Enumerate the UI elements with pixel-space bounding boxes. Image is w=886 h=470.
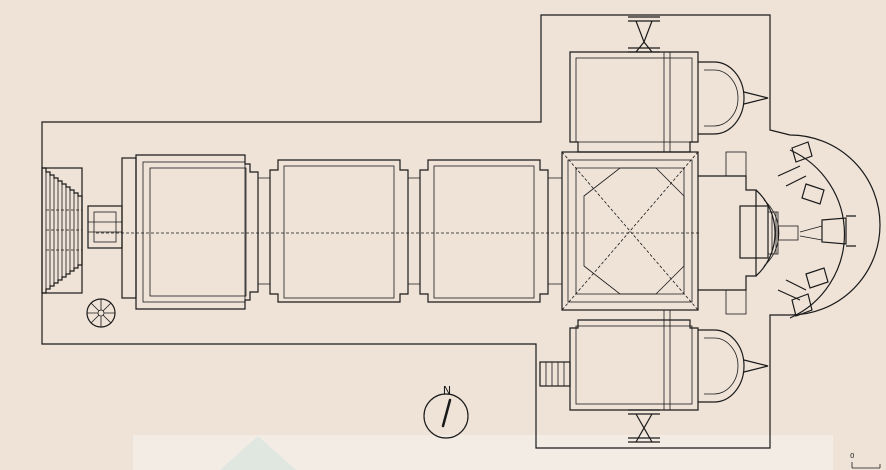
apse-sanctuary [698, 149, 845, 319]
crossing [561, 151, 699, 311]
nave-bay-2 [269, 159, 421, 303]
north-buttress-mark [628, 16, 660, 53]
compass-north-label: N [443, 384, 451, 397]
spiral-staircase [86, 298, 116, 328]
nave-bay-1 [135, 154, 271, 310]
scale-bar [851, 462, 881, 469]
south-transept [539, 310, 769, 411]
site-boundary [41, 14, 881, 449]
watermark-mark [220, 436, 296, 470]
porch-vestibule [87, 157, 137, 299]
north-transept [569, 51, 769, 153]
north-arrow-compass [423, 393, 469, 439]
ambulatory-buttresses [777, 141, 856, 317]
south-buttress-mark [628, 409, 660, 443]
west-entrance-steps [41, 167, 83, 294]
nave-bay-3 [419, 159, 563, 303]
scale-zero-label: 0 [850, 452, 854, 460]
